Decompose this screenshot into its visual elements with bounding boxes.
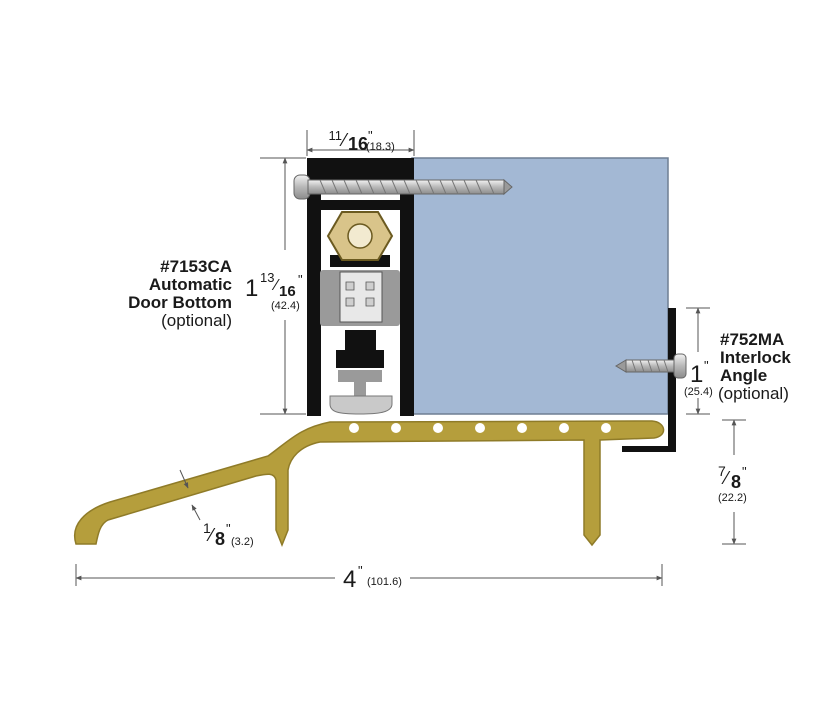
dim-threshold-num: 7 [718, 463, 726, 479]
dim-height: 1 13 ⁄ 16 " (42.4) [245, 270, 303, 312]
dim-height-den: 16 [279, 283, 296, 300]
dim-height-metric: (42.4) [271, 300, 300, 312]
interlock-line2: Angle [720, 366, 767, 385]
door-bottom-part-number: #7153CA [160, 257, 232, 276]
dim-width-mark: " [358, 563, 363, 578]
dim-width-metric: (101.6) [367, 576, 402, 588]
dim-width-whole: 4 [343, 566, 356, 593]
label-interlock: #752MA Interlock Angle (optional) [718, 330, 791, 403]
dim-height-whole: 1 [245, 275, 258, 302]
dim-interlock-metric: (25.4) [684, 386, 713, 398]
dim-top-width-slash: ⁄ [339, 130, 349, 150]
dim-height-mark: " [298, 272, 303, 287]
interlock-angle [622, 308, 676, 452]
dim-thickness-mark: " [226, 521, 231, 536]
door-bottom-line1: Automatic [149, 275, 232, 294]
interlock-line3: (optional) [718, 384, 789, 403]
dim-thickness-den: 8 [215, 529, 225, 549]
dim-top-width-metric: (18.3) [366, 141, 395, 153]
door-bottom-line2: Door Bottom [128, 293, 232, 312]
threshold-ribs [349, 423, 611, 433]
threshold-profile [74, 420, 665, 548]
dim-interlock-mark: " [704, 358, 709, 373]
interlock-screw [615, 353, 687, 379]
dim-thickness-metric: (3.2) [231, 536, 254, 548]
door-panel [411, 157, 669, 415]
seal-tbar [338, 370, 382, 396]
dim-threshold-mark: " [742, 464, 747, 479]
dim-thickness-num: 1 [203, 520, 211, 536]
dim-threshold-height: 7 ⁄ 8 " (22.2) [718, 463, 747, 504]
dim-top-width: 11 ⁄ 16 " (18.3) [329, 128, 395, 154]
door-bottom-line3: (optional) [161, 311, 232, 330]
dim-top-width-den: 16 [348, 134, 368, 154]
mechanism [320, 270, 400, 326]
interlock-part-number: #752MA [720, 330, 784, 349]
dim-threshold-den: 8 [731, 472, 741, 492]
dim-height-num: 13 [260, 270, 274, 285]
dim-thickness: 1 ⁄ 8 " (3.2) [203, 520, 254, 549]
dim-top-width-mark: " [368, 128, 373, 143]
dim-top-width-num: 11 [329, 128, 343, 143]
dim-interlock-whole: 1 [690, 361, 703, 388]
dim-height-slash: ⁄ [271, 277, 280, 294]
dim-thickness-slash: ⁄ [206, 525, 216, 545]
label-door-bottom: #7153CA Automatic Door Bottom (optional) [128, 257, 232, 330]
door-seal [329, 395, 393, 415]
interlock-line1: Interlock [720, 348, 791, 367]
dim-threshold-metric: (22.2) [718, 492, 747, 504]
dim-interlock-height: 1 " (25.4) [684, 358, 713, 398]
dim-width: 4 " (101.6) [343, 563, 402, 593]
dim-threshold-slash: ⁄ [721, 468, 731, 488]
mounting-screw [293, 174, 513, 200]
hex-nut-hole [347, 223, 373, 249]
